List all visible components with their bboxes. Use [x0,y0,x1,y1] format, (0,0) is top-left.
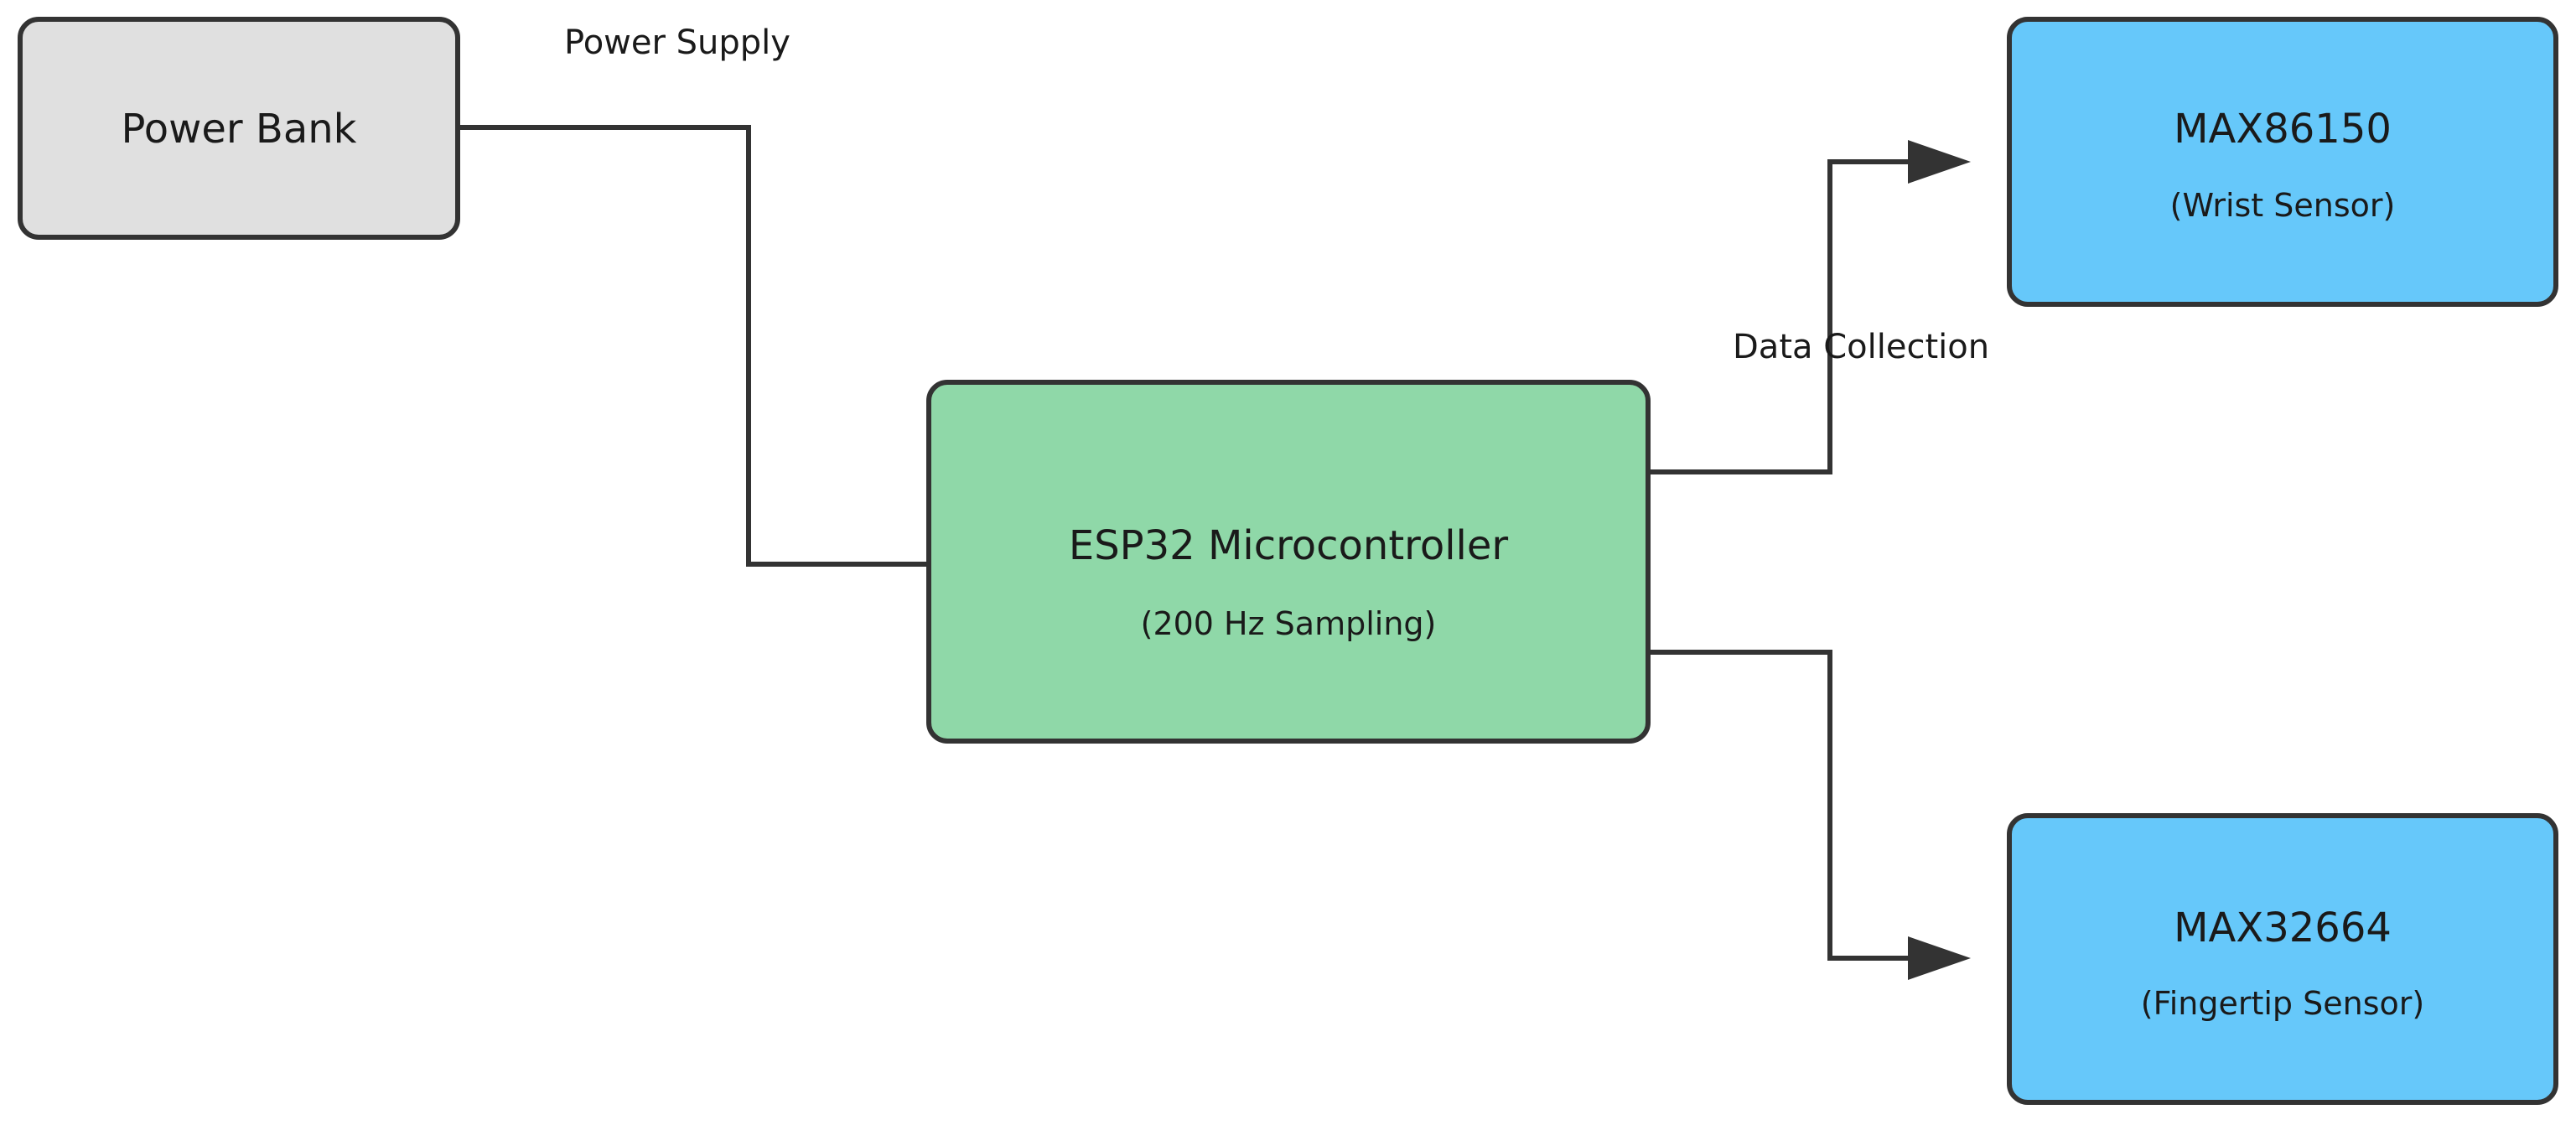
max86150-node: MAX86150 (Wrist Sensor) [2007,17,2558,307]
arrow-to-wrist-sensor [1908,140,1971,184]
max32664-title: MAX32664 [2174,905,2392,951]
power-supply-label: Power Supply [564,23,790,62]
max86150-title: MAX86150 [2174,106,2392,153]
power-bank-box [18,17,460,240]
max32664-subtitle: (Fingertip Sensor) [2141,985,2424,1022]
esp32-title: ESP32 Microcontroller [1069,522,1509,569]
data-collection-label: Data Collection [1733,328,1989,366]
arrow-to-fingertip-sensor [1908,936,1971,980]
data-connector-fingertip [1650,650,1915,961]
power-bank-title: Power Bank [122,106,357,153]
max86150-subtitle: (Wrist Sensor) [2170,187,2396,224]
max86150-box [2007,17,2558,307]
max32664-box [2007,813,2558,1105]
power-bank-node: Power Bank [18,17,460,240]
power-supply-connector [459,125,929,567]
esp32-box [926,380,1651,744]
max32664-node: MAX32664 (Fingertip Sensor) [2007,813,2558,1105]
esp32-subtitle: (200 Hz Sampling) [1141,605,1437,642]
esp32-node: ESP32 Microcontroller (200 Hz Sampling) [926,380,1651,744]
data-connector-wrist [1650,159,1915,474]
